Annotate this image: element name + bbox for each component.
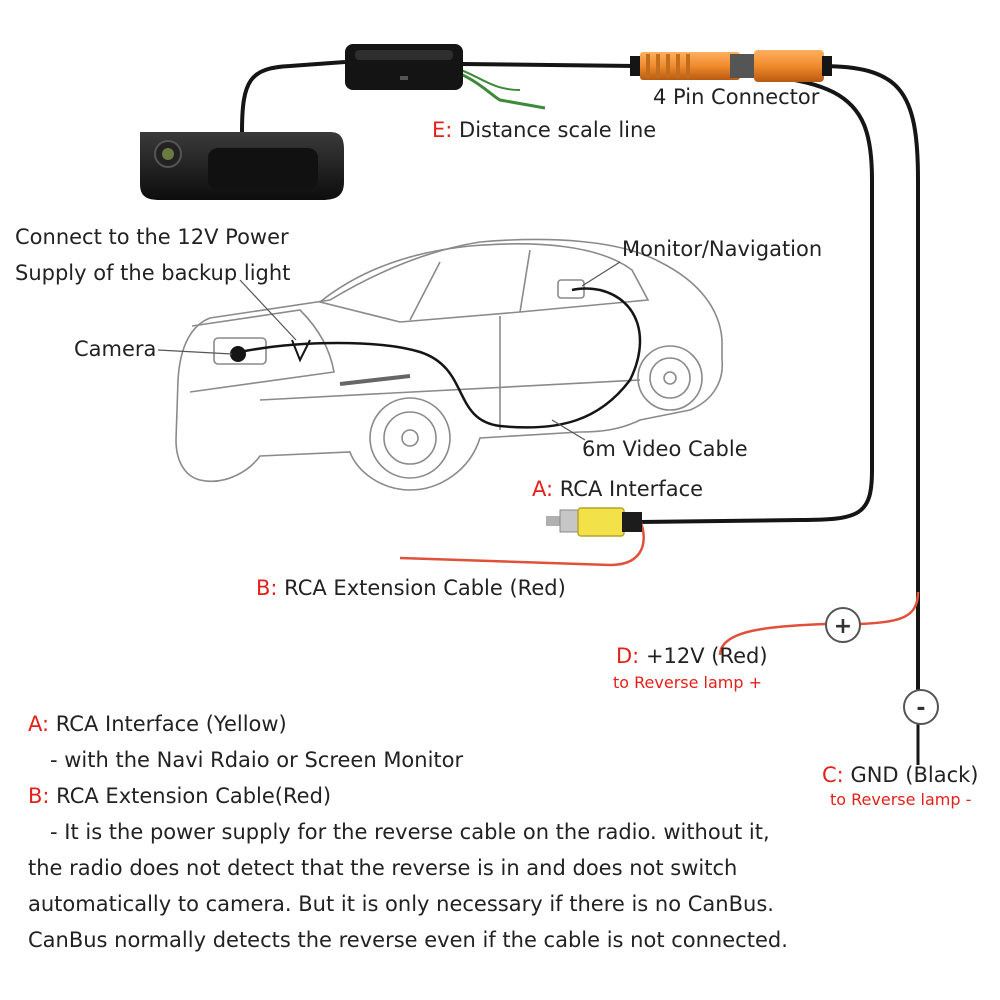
a-letter: A: xyxy=(532,477,554,501)
gnd-label: C: GND (Black) xyxy=(822,762,978,788)
c-text: GND (Black) xyxy=(850,763,979,787)
e-text: Distance scale line xyxy=(459,118,657,142)
camera-label: Camera xyxy=(74,337,157,361)
note-a-title-text: RCA Interface (Yellow) xyxy=(55,712,287,736)
plus-12v-label: D: +12V (Red) xyxy=(616,643,768,669)
d-text: +12V (Red) xyxy=(645,644,768,668)
power-leader xyxy=(239,279,297,341)
note-b-letter: B: xyxy=(28,784,50,808)
rca-plug xyxy=(546,507,642,537)
video-cable-label: 6m Video Cable xyxy=(582,437,748,461)
car-illustration xyxy=(175,238,724,491)
notes-block: A: RCA Interface (Yellow) - with the Nav… xyxy=(28,706,988,958)
plus-12v-sublabel: to Reverse lamp + xyxy=(613,673,763,692)
minus-marker: - xyxy=(903,689,939,725)
distance-scale-label: E: Distance scale line xyxy=(432,117,656,143)
note-a-letter: A: xyxy=(28,712,50,736)
plus-12v-wire xyxy=(718,591,920,656)
note-b-line4: CanBus normally detects the reverse even… xyxy=(28,928,788,952)
note-b-title-text: RCA Extension Cable(Red) xyxy=(56,784,332,808)
b-letter: B: xyxy=(256,576,278,600)
control-box xyxy=(345,44,463,90)
a-text: RCA Interface xyxy=(559,477,704,501)
tail-light-wiring xyxy=(291,339,311,363)
note-b-line3: automatically to camera. But it is only … xyxy=(28,892,774,916)
note-b-line2: the radio does not detect that the rever… xyxy=(28,856,738,880)
camera-unit xyxy=(140,132,344,200)
d-letter: D: xyxy=(616,644,640,668)
note-a-detail: - with the Navi Rdaio or Screen Monitor xyxy=(50,748,464,772)
note-b-title: B: RCA Extension Cable(Red) xyxy=(28,778,988,814)
rca-extension-cable xyxy=(399,519,645,567)
b-text: RCA Extension Cable (Red) xyxy=(284,576,566,600)
power-label-line1: Connect to the 12V Power xyxy=(15,225,289,249)
four-pin-connector xyxy=(630,50,832,82)
note-a-title: A: RCA Interface (Yellow) xyxy=(28,706,988,742)
c-letter: C: xyxy=(822,763,844,787)
monitor-leader xyxy=(581,261,621,287)
camera-leader xyxy=(157,349,233,355)
gnd-sublabel: to Reverse lamp - xyxy=(830,790,972,809)
note-b-line1: - It is the power supply for the reverse… xyxy=(50,820,770,844)
plus-symbol: + xyxy=(834,614,852,639)
box-to-connector-cable xyxy=(461,62,641,68)
car-camera-mark xyxy=(230,346,246,362)
in-car-video-cable xyxy=(239,287,642,429)
video-cable-leader xyxy=(551,419,586,441)
monitor-label: Monitor/Navigation xyxy=(622,237,823,261)
plus-marker: + xyxy=(825,607,861,643)
e-letter: E: xyxy=(432,118,453,142)
camera-cable xyxy=(240,60,346,133)
power-label-line2: Supply of the backup light xyxy=(15,261,291,285)
video-cable-right xyxy=(819,64,920,700)
connector-label: 4 Pin Connector xyxy=(653,85,820,109)
minus-symbol: - xyxy=(916,696,925,721)
rca-label: A: RCA Interface xyxy=(532,476,703,502)
rca-extension-label: B: RCA Extension Cable (Red) xyxy=(256,575,566,601)
